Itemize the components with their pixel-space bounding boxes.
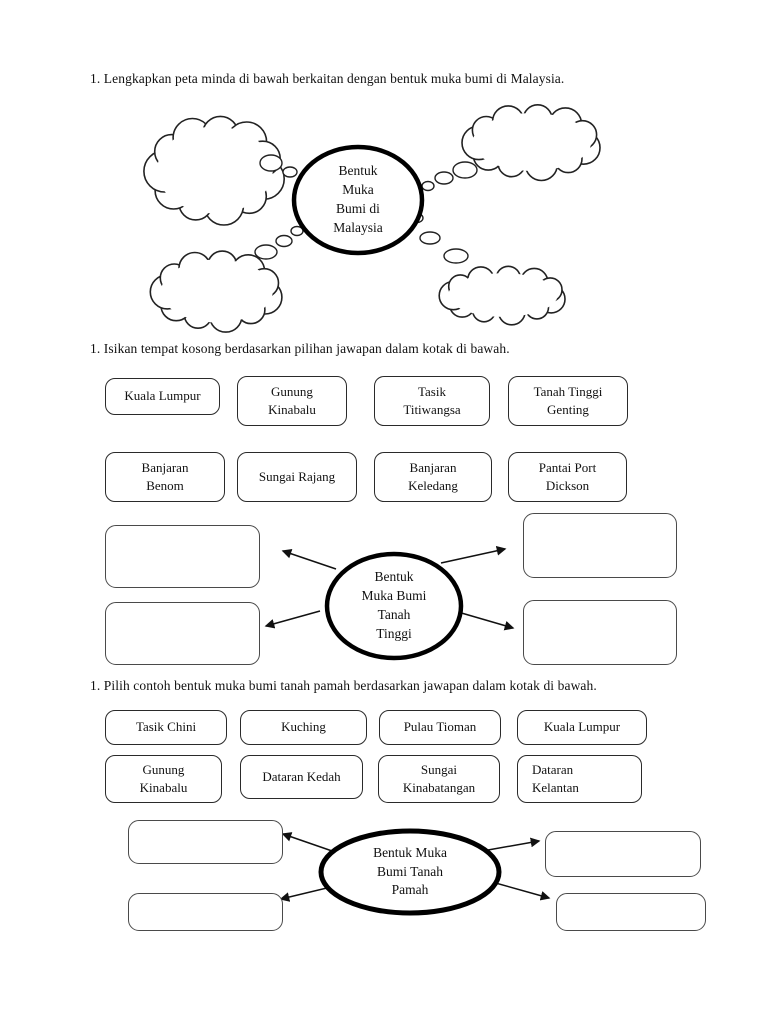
thought-cloud [461,103,601,182]
word-bank2-sungai-kinabatangan: Sungai Kinabatangan [378,755,500,803]
mindmap2-center-label: Bentuk Muka Bumi Tanah Tinggi [361,569,427,641]
thought-clouds [143,103,601,333]
word-bank1-kuala-lumpur: Kuala Lumpur [105,378,220,415]
tanah-pamah-blank-3 [545,831,701,877]
word-bank1-banjaran-benom: Banjaran Benom [105,452,225,502]
word-bank2-kuching: Kuching [240,710,367,745]
tanah-tinggi-blank-1 [105,525,260,588]
word-bank2-kuala-lumpur: Kuala Lumpur [517,710,647,745]
tanah-pamah-blank-1 [128,820,283,864]
word-bank2-pulau-tioman: Pulau Tioman [379,710,501,745]
tanah-tinggi-blank-4 [523,600,677,665]
tanah-tinggi-blank-3 [523,513,677,578]
thought-cloud [149,250,283,333]
mindmap2-center-ellipse [324,551,464,661]
word-bank1-banjaran-keledang: Banjaran Keledang [374,452,492,502]
word-bank2-gunung-kinabalu: Gunung Kinabalu [105,755,222,803]
word-bank1-tanah-tinggi-genting: Tanah Tinggi Genting [508,376,628,426]
word-bank1-tasik-titiwangsa: Tasik Titiwangsa [374,376,490,426]
mindmap3-center-ellipse [318,828,502,916]
tanah-pamah-blank-4 [556,893,706,931]
word-bank1-pantai-port-dickson: Pantai Port Dickson [508,452,627,502]
mindmap2-arrows [264,546,515,631]
thought-cloud [438,265,566,326]
mindmap3-center-label: Bentuk Muka Bumi Tanah Pamah [373,844,447,898]
word-bank1-sungai-rajang: Sungai Rajang [237,452,357,502]
word-bank1-gunung-kinabalu: Gunung Kinabalu [237,376,347,426]
question-3-instruction: 1. Pilih contoh bentuk muka bumi tanah p… [90,678,597,693]
word-bank2-dataran-kedah: Dataran Kedah [240,755,363,799]
mindmap1-center-label: Bentuk Muka Bumi di Malaysia [333,163,383,235]
word-bank2-tasik-chini: Tasik Chini [105,710,227,745]
thought-trail-bubbles [254,154,478,264]
mindmap1-center-ellipse [291,144,425,256]
thought-cloud [143,115,285,226]
tanah-pamah-blank-2 [128,893,283,931]
question-2-instruction: 1. Isikan tempat kosong berdasarkan pili… [90,341,510,356]
question-1-instruction: 1. Lengkapkan peta minda di bawah berkai… [90,71,565,86]
tanah-tinggi-blank-2 [105,602,260,665]
mindmap3-arrows [279,832,551,902]
word-bank2-dataran-kelantan: Dataran Kelantan [517,755,642,803]
